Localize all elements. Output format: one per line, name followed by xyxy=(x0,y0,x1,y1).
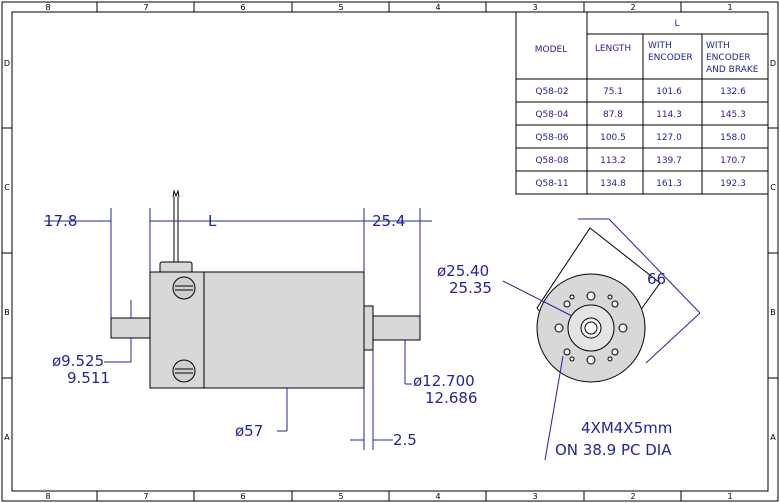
table-cell-length: 113.2 xyxy=(600,156,626,166)
table-cell-length: 75.1 xyxy=(603,87,623,97)
zone-bottom-1: 1 xyxy=(727,492,732,501)
dim-body-dia: ø57 xyxy=(235,422,263,440)
zone-labels-side: D C B A D C B A xyxy=(4,59,776,442)
end-dimensions: 66 ø25.40 25.35 4XM4X5mm ON 38.9 PC DIA xyxy=(437,218,701,461)
dim-body-length: L xyxy=(208,212,217,230)
brush-cap-icon xyxy=(172,359,196,383)
dim-pilot-dia-2: 25.35 xyxy=(449,279,492,297)
motor-end-view xyxy=(536,227,661,383)
zone-labels-bottom: 8 7 6 5 4 3 2 1 xyxy=(45,492,732,501)
table-cell-encoder: 161.3 xyxy=(656,179,682,189)
dimension-table: L MODEL LENGTH WITH ENCODER WITH ENCODER… xyxy=(515,11,769,195)
dim-rear-shaft-length: 17.8 xyxy=(44,212,77,230)
table-header-brake-3: AND BRAKE xyxy=(706,65,759,75)
zone-left-a: A xyxy=(4,433,10,442)
dim-front-shaft-length: 25.4 xyxy=(372,212,405,230)
table-row: Q58-08 113.2 139.7 170.7 xyxy=(535,156,746,166)
zone-bottom-6: 6 xyxy=(240,492,245,501)
table-cell-model: Q58-04 xyxy=(535,110,569,120)
zone-right-d: D xyxy=(770,59,776,68)
zone-bottom-7: 7 xyxy=(143,492,148,501)
table-header-model: MODEL xyxy=(535,45,567,55)
table-cell-encoder: 114.3 xyxy=(656,110,682,120)
zone-right-c: C xyxy=(770,183,776,192)
brush-cap-icon xyxy=(172,276,196,300)
zone-bottom-2: 2 xyxy=(630,492,635,501)
zone-top-8: 8 xyxy=(45,3,50,12)
table-header-brake-2: ENCODER xyxy=(706,53,751,63)
zone-left-b: B xyxy=(4,308,10,317)
table-cell-brake: 145.3 xyxy=(720,110,746,120)
zone-top-4: 4 xyxy=(435,3,440,12)
motor-body xyxy=(203,271,365,389)
zone-bottom-4: 4 xyxy=(435,492,440,501)
zone-top-6: 6 xyxy=(240,3,245,12)
front-shaft xyxy=(372,315,421,341)
table-cell-brake: 192.3 xyxy=(720,179,746,189)
zone-right-b: B xyxy=(770,308,776,317)
table-header-encoder-1: WITH xyxy=(648,41,672,51)
dim-rear-shaft-dia-1: ø9.525 xyxy=(52,352,104,370)
zone-labels-top: 8 7 6 5 4 3 2 1 xyxy=(45,3,732,12)
dim-rear-shaft-dia-2: 9.511 xyxy=(67,369,110,387)
dim-flange-size: 66 xyxy=(647,270,666,288)
zone-top-1: 1 xyxy=(727,3,732,12)
table-header-brake-1: WITH xyxy=(706,41,730,51)
dim-pilot-length: 2.5 xyxy=(393,431,417,449)
table-cell-brake: 158.0 xyxy=(720,133,746,143)
table-row: Q58-11 134.8 161.3 192.3 xyxy=(535,179,746,189)
table-row: Q58-04 87.8 114.3 145.3 xyxy=(535,110,746,120)
table-cell-model: Q58-06 xyxy=(535,133,569,143)
table-row: Q58-02 75.1 101.6 132.6 xyxy=(535,87,746,97)
table-cell-length: 134.8 xyxy=(600,179,626,189)
zone-left-d: D xyxy=(4,59,10,68)
dim-front-shaft-dia-1: ø12.700 xyxy=(413,372,475,390)
zone-top-5: 5 xyxy=(338,3,343,12)
table-header-length: LENGTH xyxy=(595,44,631,54)
table-cell-length: 100.5 xyxy=(600,133,626,143)
zone-bottom-8: 8 xyxy=(45,492,50,501)
table-cell-brake: 170.7 xyxy=(720,156,746,166)
pilot-boss xyxy=(363,305,374,351)
dim-pilot-dia-1: ø25.40 xyxy=(437,262,489,280)
table-cell-model: Q58-08 xyxy=(535,156,569,166)
zone-left-c: C xyxy=(4,183,10,192)
side-dimensions: 17.8 L 25.4 ø9.525 9.511 ø57 ø12.700 12.… xyxy=(44,208,478,450)
table-cell-encoder: 139.7 xyxy=(656,156,682,166)
table-cell-model: Q58-11 xyxy=(535,179,568,189)
zone-bottom-3: 3 xyxy=(532,492,537,501)
table-cell-encoder: 127.0 xyxy=(656,133,682,143)
zone-top-2: 2 xyxy=(630,3,635,12)
table-header-encoder-2: ENCODER xyxy=(648,53,693,63)
table-cell-model: Q58-02 xyxy=(535,87,568,97)
table-cell-length: 87.8 xyxy=(603,110,623,120)
rear-shaft xyxy=(110,317,151,339)
zone-top-3: 3 xyxy=(532,3,537,12)
table-row: Q58-06 100.5 127.0 158.0 xyxy=(535,133,746,143)
zone-right-a: A xyxy=(770,433,776,442)
dim-front-shaft-dia-2: 12.686 xyxy=(425,389,478,407)
zone-bottom-5: 5 xyxy=(338,492,343,501)
dim-holes-2: ON 38.9 PC DIA xyxy=(555,441,672,459)
motor-side-view xyxy=(110,189,421,389)
zone-top-7: 7 xyxy=(143,3,148,12)
table-group-header: L xyxy=(674,19,679,29)
table-cell-brake: 132.6 xyxy=(720,87,746,97)
dim-holes-1: 4XM4X5mm xyxy=(581,419,672,437)
mounting-hole-icon xyxy=(554,291,628,365)
table-cell-encoder: 101.6 xyxy=(656,87,682,97)
